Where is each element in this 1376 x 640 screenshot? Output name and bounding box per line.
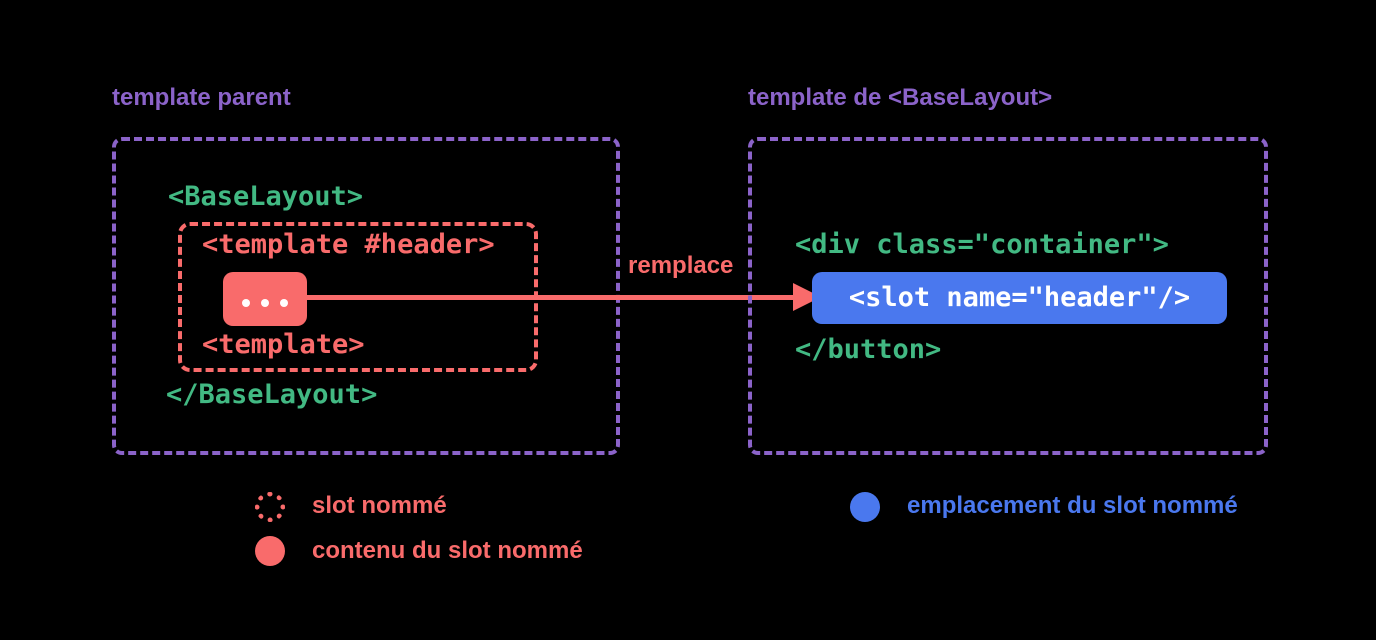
legend-solid-red-circle-icon	[255, 536, 285, 566]
legend-label-slot-placement: emplacement du slot nommé	[907, 492, 1238, 519]
right-panel-box	[748, 137, 1268, 455]
button-close-tag: </button>	[795, 334, 942, 365]
left-panel-title: template parent	[112, 84, 291, 111]
ellipsis-dot	[280, 299, 288, 307]
slot-tag-text: <slot name="header"/>	[848, 282, 1191, 313]
legend-label-named-slot: slot nommé	[312, 492, 447, 519]
legend-label-slot-content: contenu du slot nommé	[312, 537, 583, 564]
slot-placement-box: <slot name="header"/>	[812, 272, 1227, 324]
template-header-open-tag: <template #header>	[202, 229, 495, 260]
slot-content-box	[223, 272, 307, 326]
replace-arrow-line	[305, 295, 795, 300]
baselayout-open-tag: <BaseLayout>	[168, 181, 364, 212]
template-close-tag: <template>	[202, 329, 365, 360]
ellipsis-dot	[261, 299, 269, 307]
div-container-open-tag: <div class="container">	[795, 229, 1169, 260]
baselayout-close-tag: </BaseLayout>	[166, 379, 378, 410]
ellipsis-dot	[242, 299, 250, 307]
legend-solid-blue-circle-icon	[850, 492, 880, 522]
replace-arrow-label: remplace	[628, 252, 734, 279]
right-panel-title: template de <BaseLayout>	[748, 84, 1053, 111]
legend-dashed-red-circle-icon	[255, 492, 285, 522]
